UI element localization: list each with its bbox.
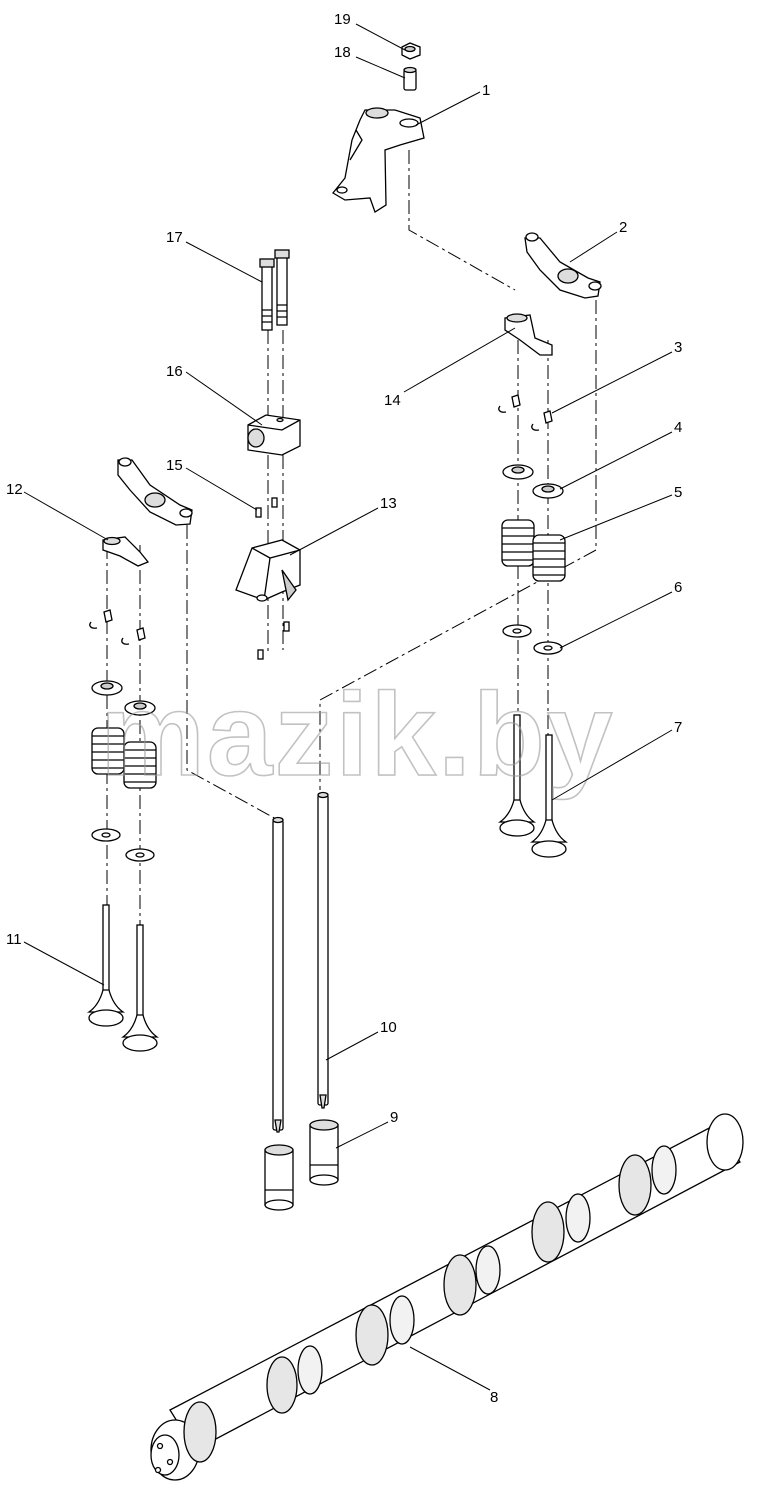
part-valve-7 (497, 714, 569, 858)
part-bolts-17 (259, 249, 290, 331)
part-spring-retainer-left (91, 680, 156, 716)
part-valve-keepers-left (89, 609, 146, 645)
callout-13: 13 (380, 495, 397, 512)
part-dowel-pins-15 (255, 497, 290, 660)
part-valve-spring-left (91, 727, 157, 789)
callout-16: 16 (166, 363, 183, 380)
callout-7: 7 (674, 719, 682, 736)
part-shaft-block-16 (247, 414, 301, 456)
callout-5: 5 (674, 484, 682, 501)
part-tappet-9 (264, 1119, 339, 1211)
callout-10: 10 (380, 1019, 397, 1036)
part-valve-bridge-14 (504, 313, 553, 356)
callout-4: 4 (674, 419, 682, 436)
part-valve-11 (86, 904, 160, 1052)
part-rocker-arm-2 (524, 232, 602, 299)
callout-2: 2 (619, 219, 627, 236)
callout-18: 18 (334, 44, 351, 61)
callout-9: 9 (390, 1109, 398, 1126)
callout-1: 1 (482, 82, 490, 99)
part-rocker-arm-left (117, 457, 193, 526)
callout-14: 14 (384, 392, 401, 409)
leader-lines (23, 23, 673, 1391)
callout-numbers: 19 18 1 2 17 16 3 14 4 15 12 13 5 6 7 11… (6, 11, 682, 1406)
callout-3: 3 (674, 339, 682, 356)
callout-12: 12 (6, 481, 23, 498)
part-nut-19 (401, 42, 421, 60)
callout-17: 17 (166, 229, 183, 246)
part-push-rod-10 (272, 791, 329, 1133)
part-rocker-bracket-1 (332, 107, 425, 213)
part-spring-retainer-4 (502, 464, 564, 499)
part-spring-seat-left (91, 828, 155, 862)
part-rocker-support-13 (235, 539, 301, 602)
callout-19: 19 (334, 11, 351, 28)
watermark-text: mazik.by (100, 669, 614, 801)
part-valve-bridge-12 (102, 536, 150, 567)
part-sleeve-18 (403, 66, 417, 91)
part-camshaft-8 (150, 1113, 744, 1481)
part-valve-keepers-3 (498, 394, 553, 431)
callout-6: 6 (674, 579, 682, 596)
alignment-lines (106, 150, 597, 1125)
part-spring-seat-6 (502, 624, 563, 655)
callout-11: 11 (6, 931, 22, 948)
callout-8: 8 (490, 1389, 498, 1406)
part-valve-spring-5 (501, 519, 566, 582)
callout-15: 15 (166, 457, 183, 474)
